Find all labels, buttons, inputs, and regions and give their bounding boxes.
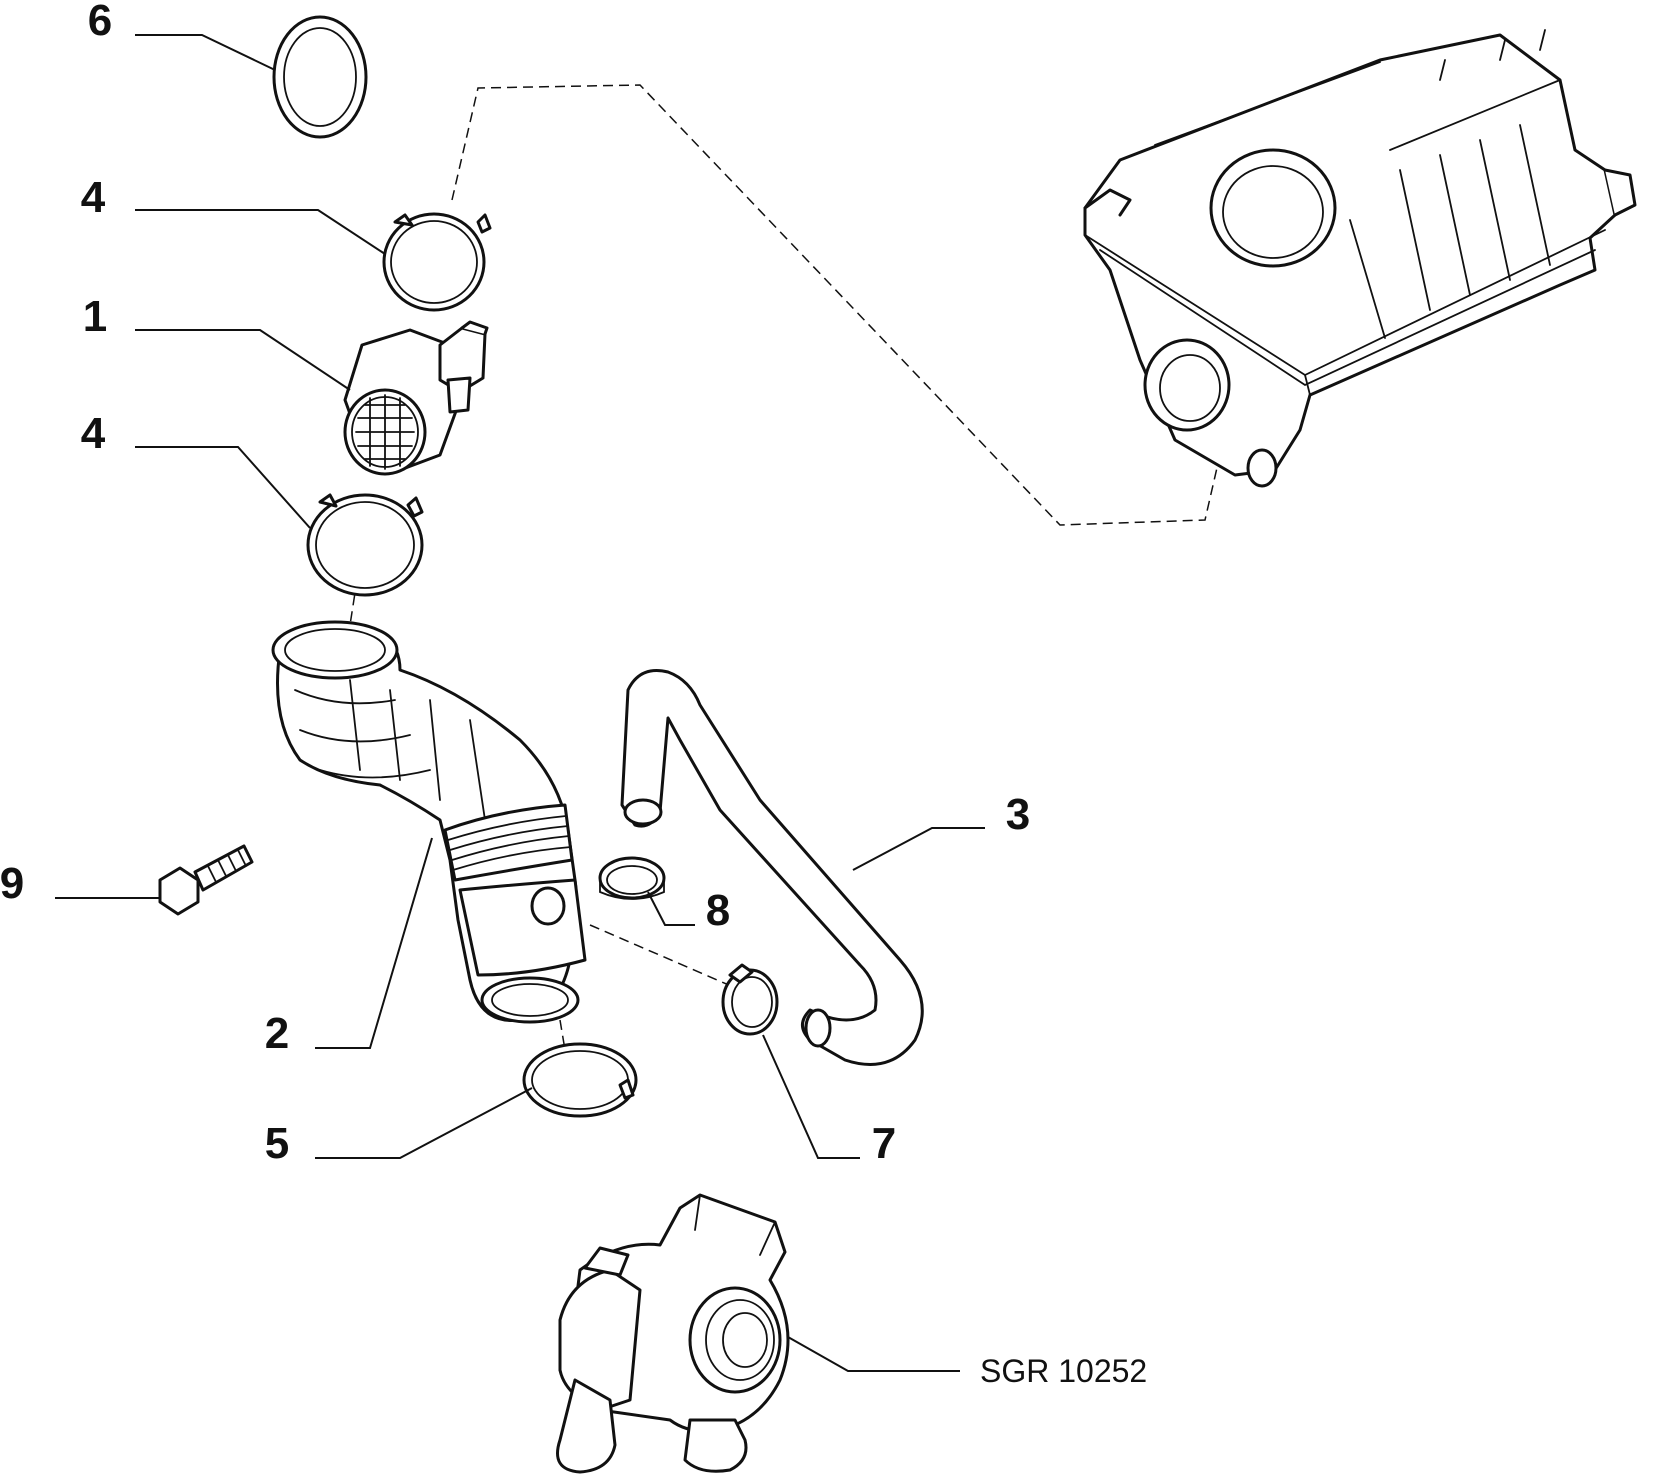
- label-7: 7: [872, 1119, 896, 1168]
- part-7-clamp: [721, 963, 779, 1036]
- label-5: 5: [265, 1119, 289, 1168]
- reference-code: SGR 10252: [980, 1353, 1147, 1389]
- part-8-clamp: [598, 856, 666, 900]
- part-1-airflow-meter: [343, 320, 489, 476]
- part-9-bolt: [158, 844, 254, 916]
- label-4b: 4: [81, 409, 106, 458]
- part-labels: 6 4 1 4 9 3 8 2 5 7 SGR 10252: [0, 0, 1147, 1389]
- part-4-clamp-upper: [382, 212, 492, 312]
- label-8: 8: [706, 886, 730, 935]
- label-4a: 4: [81, 173, 106, 222]
- air-filter-box: [1083, 29, 1637, 488]
- label-3: 3: [1006, 790, 1030, 839]
- part-4-clamp-lower: [306, 493, 424, 597]
- part-5-clamp: [522, 1042, 638, 1118]
- part-3-breather-hose: [620, 669, 924, 1066]
- label-9: 9: [0, 859, 24, 908]
- label-2: 2: [265, 1009, 289, 1058]
- leader-lines: [55, 34, 985, 1372]
- turbocharger: [556, 1193, 790, 1474]
- label-1: 1: [83, 292, 107, 341]
- part-2-intake-hose: [271, 620, 587, 1024]
- label-6: 6: [88, 0, 112, 45]
- part-6-ring: [272, 15, 368, 139]
